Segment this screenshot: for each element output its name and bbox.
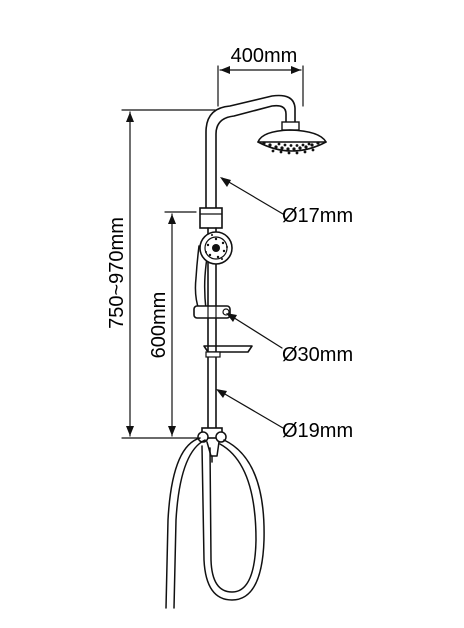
upper-riser-pipe xyxy=(205,94,296,209)
lower-pipe-diameter-label: Ø19mm xyxy=(282,420,353,442)
callout-lower-pipe: Ø19mm xyxy=(216,389,353,442)
callout-upper-pipe: Ø17mm xyxy=(220,177,353,227)
hand-shower xyxy=(194,231,233,311)
overall-height-dimension: 750~970mm xyxy=(106,109,216,439)
overhead-shower-head xyxy=(257,121,327,155)
shower-hose xyxy=(165,437,265,609)
soap-dish xyxy=(203,345,253,358)
shower-holder xyxy=(193,305,231,319)
slide-height-label: 600mm xyxy=(148,292,170,359)
upper-connector xyxy=(199,207,223,229)
slide-height-dimension: 600mm xyxy=(148,211,197,437)
top-width-label: 400mm xyxy=(231,45,298,67)
overall-height-label: 750~970mm xyxy=(106,217,128,329)
top-width-dimension: 400mm xyxy=(217,45,304,107)
callout-slide-bar: Ø30mm xyxy=(226,313,353,366)
slide-bar-diameter-label: Ø30mm xyxy=(282,344,353,366)
upper-pipe-diameter-label: Ø17mm xyxy=(282,205,353,227)
